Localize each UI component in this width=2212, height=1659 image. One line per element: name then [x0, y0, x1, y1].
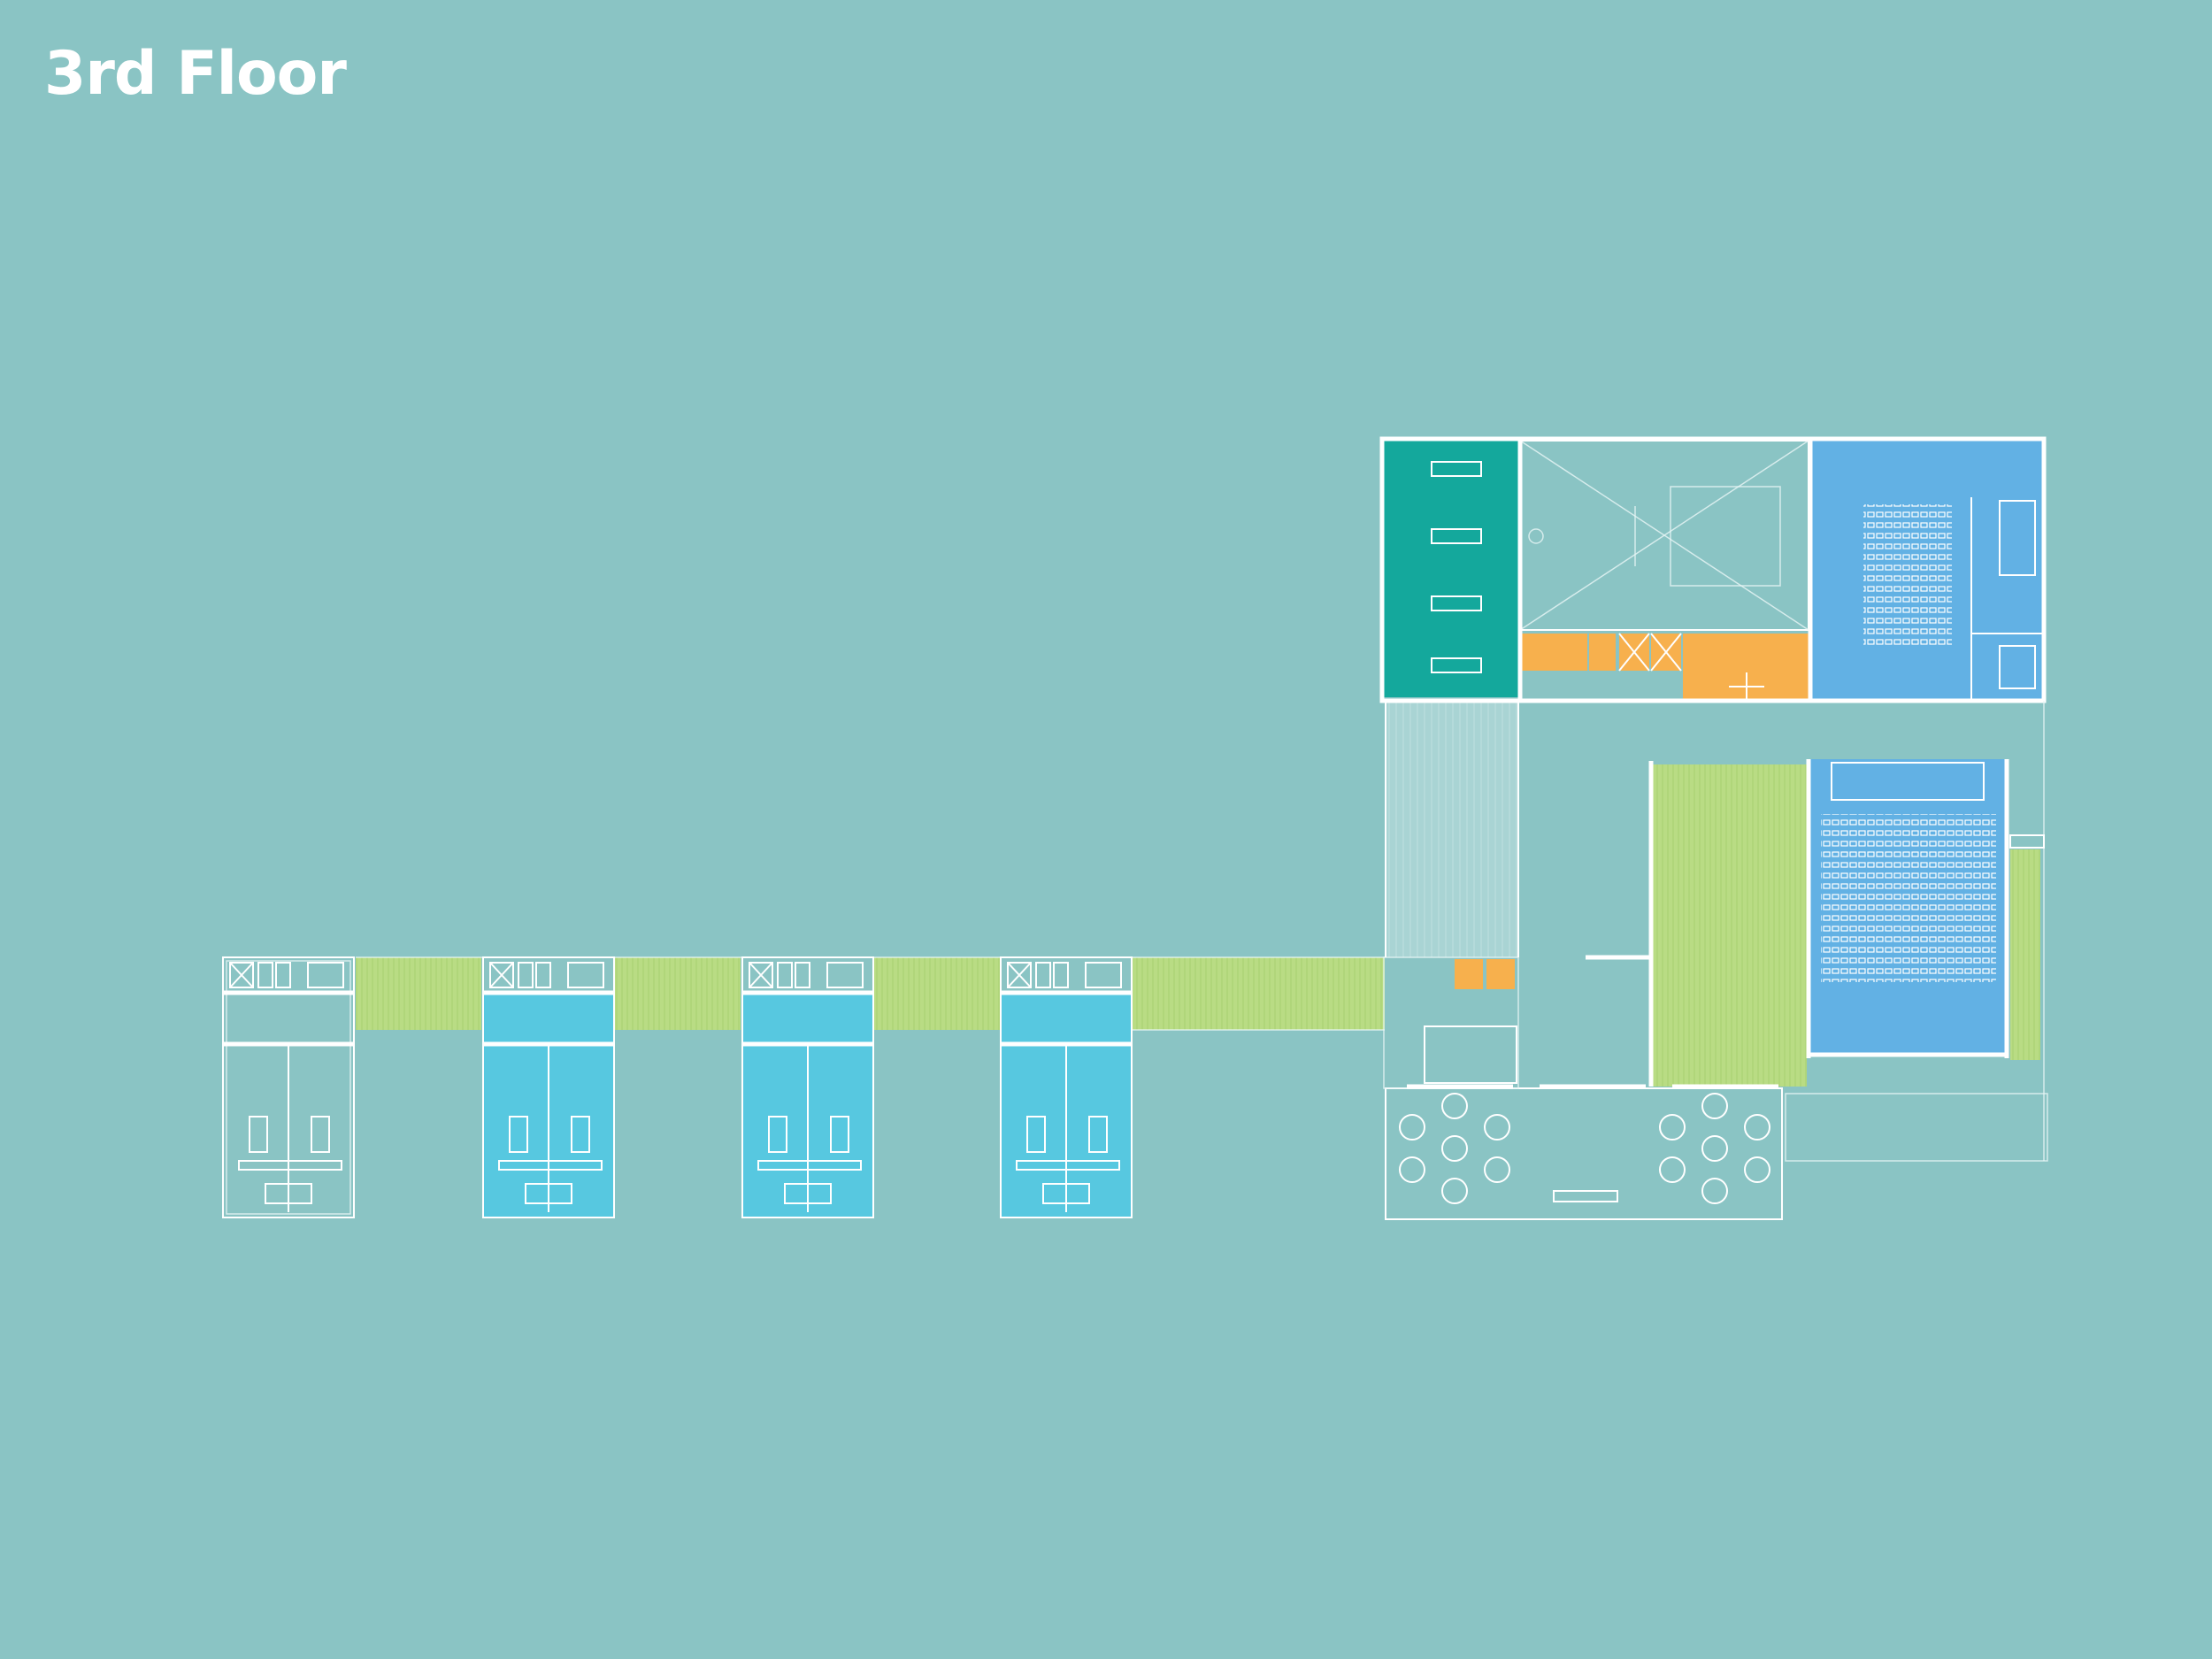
theatre — [1809, 759, 2040, 1060]
core-stairs — [1520, 634, 1587, 671]
green-roof — [1651, 764, 1807, 1087]
stair-small-1 — [1455, 959, 1483, 989]
sports-court — [1519, 440, 1809, 631]
lecture-hall-stair — [1971, 441, 2042, 699]
glazed-corridor — [1386, 701, 1518, 957]
core-toilet — [1589, 634, 1616, 671]
stair-small-2 — [1486, 959, 1515, 989]
pavilion-1 — [222, 956, 355, 1218]
pavilion-2 — [482, 956, 615, 1218]
pavilion-3 — [741, 956, 874, 1218]
terrace-walkways — [356, 956, 1385, 1031]
dining-tables — [1431, 461, 1482, 673]
main-block — [1379, 436, 2048, 1220]
service-core — [1520, 633, 1809, 701]
round-tables — [1399, 1093, 1770, 1204]
walkway-4 — [1133, 957, 1385, 1030]
pavilions — [222, 956, 1133, 1218]
walkway-3 — [874, 957, 1000, 1030]
dining-hall — [1384, 441, 1520, 697]
pavilion-4 — [1000, 956, 1133, 1218]
walkway-2 — [615, 957, 741, 1030]
page-title: 3rd Floor — [44, 39, 347, 109]
theatre-green-strip — [2010, 849, 2040, 1060]
lecture-hall — [1812, 441, 2042, 699]
walkway-1 — [356, 957, 481, 1030]
